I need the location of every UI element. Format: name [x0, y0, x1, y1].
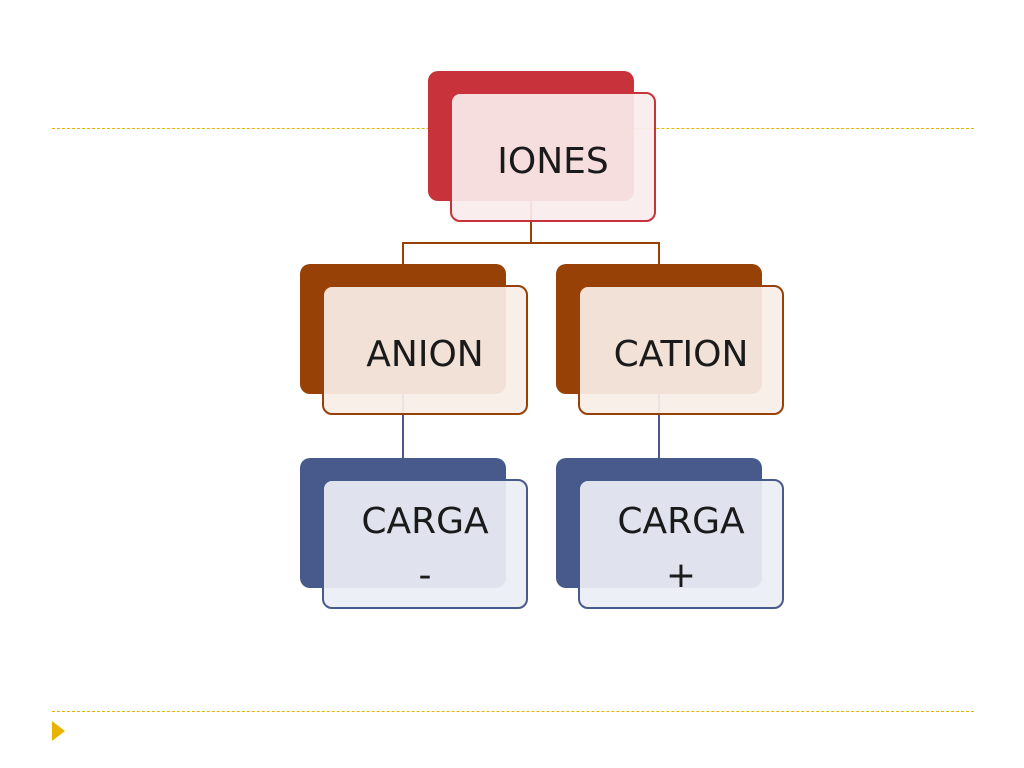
node-iones-box: IONES — [450, 92, 656, 222]
node-anion-label: ANION — [366, 334, 484, 375]
node-cation-box: CATION — [578, 285, 784, 415]
node-cation-label: CATION — [613, 334, 749, 375]
node-iones-label: IONES — [497, 141, 609, 182]
node-carga-negative-box: CARGA - — [322, 479, 528, 609]
connector-root-to-cation — [531, 242, 660, 265]
slide-bullet-arrow-icon — [52, 721, 65, 741]
node-carga-positive-box: CARGA + — [578, 479, 784, 609]
node-carga-negative-label: CARGA - — [361, 501, 489, 596]
node-carga-positive-label: CARGA + — [617, 501, 745, 596]
node-anion-box: ANION — [322, 285, 528, 415]
bottom-dashed-divider — [52, 711, 974, 712]
